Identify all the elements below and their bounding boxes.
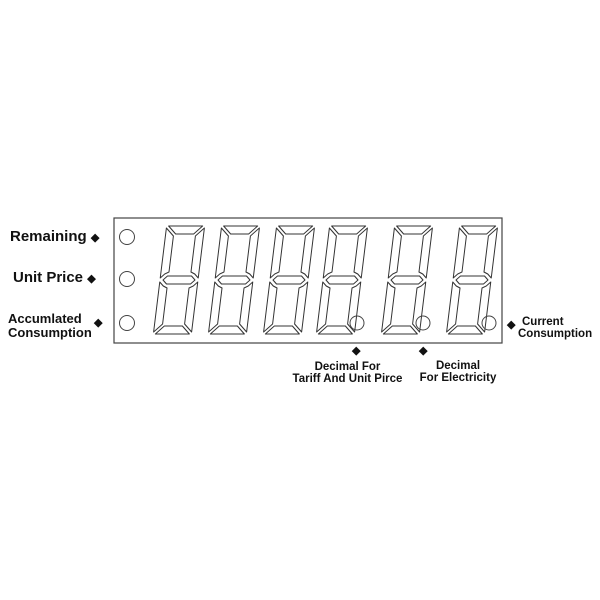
- segment-f: [214, 227, 229, 279]
- diamond-icon: ◆: [87, 273, 96, 285]
- segment-g: [325, 275, 359, 285]
- segment-g: [217, 275, 251, 285]
- segment-c: [239, 281, 254, 333]
- digit-3: [263, 225, 315, 335]
- segment-b: [353, 227, 368, 279]
- segment-a: [278, 225, 314, 235]
- label-unit-price: Unit Price ◆: [13, 269, 96, 286]
- segment-e: [153, 281, 168, 333]
- indicator-accumulated: [119, 315, 135, 331]
- segment-f: [159, 227, 174, 279]
- indicator-unit-price: [119, 271, 135, 287]
- segment-a: [331, 225, 367, 235]
- segment-g: [455, 275, 489, 285]
- segment-d: [447, 325, 483, 335]
- segment-a: [461, 225, 497, 235]
- segment-c: [294, 281, 309, 333]
- segment-f: [452, 227, 467, 279]
- segment-b: [300, 227, 315, 279]
- segment-a: [168, 225, 204, 235]
- segment-e: [208, 281, 223, 333]
- decimal-point-current: [481, 315, 497, 331]
- segment-c: [184, 281, 199, 333]
- display-panel: [113, 217, 503, 344]
- segment-c: [412, 281, 427, 333]
- segment-b: [483, 227, 498, 279]
- digit-6: [446, 225, 498, 335]
- diamond-icon: ◆: [507, 319, 516, 331]
- diamond-icon: ◆: [419, 345, 428, 357]
- segment-d: [154, 325, 190, 335]
- segment-e: [446, 281, 461, 333]
- segment-c: [477, 281, 492, 333]
- segment-g: [390, 275, 424, 285]
- segment-d: [209, 325, 245, 335]
- segment-e: [316, 281, 331, 333]
- digit-1: [153, 225, 205, 335]
- segment-b: [418, 227, 433, 279]
- segment-a: [396, 225, 432, 235]
- segment-e: [381, 281, 396, 333]
- segment-a: [223, 225, 259, 235]
- indicator-remaining: [119, 229, 135, 245]
- segment-g: [162, 275, 196, 285]
- segment-f: [387, 227, 402, 279]
- segment-b: [245, 227, 260, 279]
- label-remaining: Remaining ◆: [10, 228, 100, 245]
- diamond-icon: ◆: [94, 317, 103, 329]
- segment-d: [317, 325, 353, 335]
- segment-d: [382, 325, 418, 335]
- segment-f: [322, 227, 337, 279]
- segment-e: [263, 281, 278, 333]
- diamond-icon: ◆: [90, 232, 100, 244]
- decimal-point-tariff: [349, 315, 365, 331]
- decimal-point-electricity: [415, 315, 431, 331]
- digit-5: [381, 225, 433, 335]
- segment-g: [272, 275, 306, 285]
- segment-c: [347, 281, 362, 333]
- digit-2: [208, 225, 260, 335]
- diamond-icon: ◆: [352, 345, 361, 357]
- segment-b: [190, 227, 205, 279]
- digit-4: [316, 225, 368, 335]
- segment-f: [269, 227, 284, 279]
- segment-d: [264, 325, 300, 335]
